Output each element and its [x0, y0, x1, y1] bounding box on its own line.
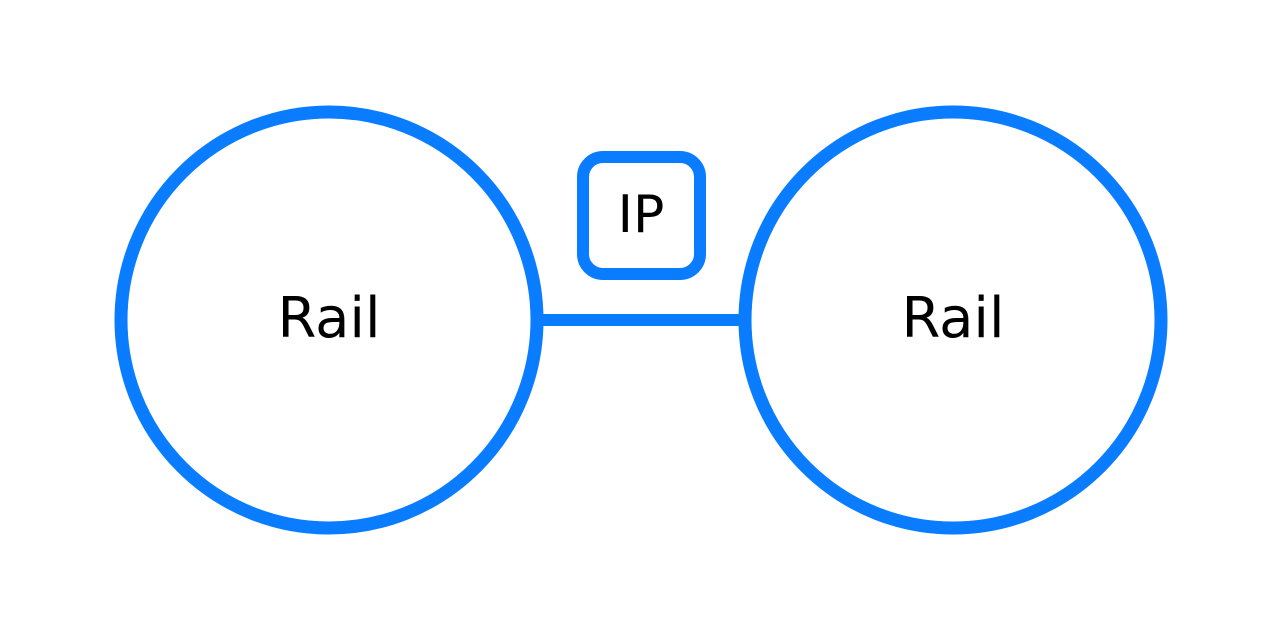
- rail-node-right: Rail: [738, 105, 1168, 535]
- rail-node-right-label: Rail: [901, 286, 1004, 351]
- rail-node-left-label: Rail: [277, 286, 380, 351]
- rail-node-right-circle: [738, 105, 1168, 535]
- rail-node-left: Rail: [114, 105, 544, 535]
- edge-label-box: [577, 151, 706, 280]
- edge-label-badge: IP: [577, 151, 706, 280]
- edge-label: IP: [618, 185, 665, 245]
- rail-node-left-circle: [114, 105, 544, 535]
